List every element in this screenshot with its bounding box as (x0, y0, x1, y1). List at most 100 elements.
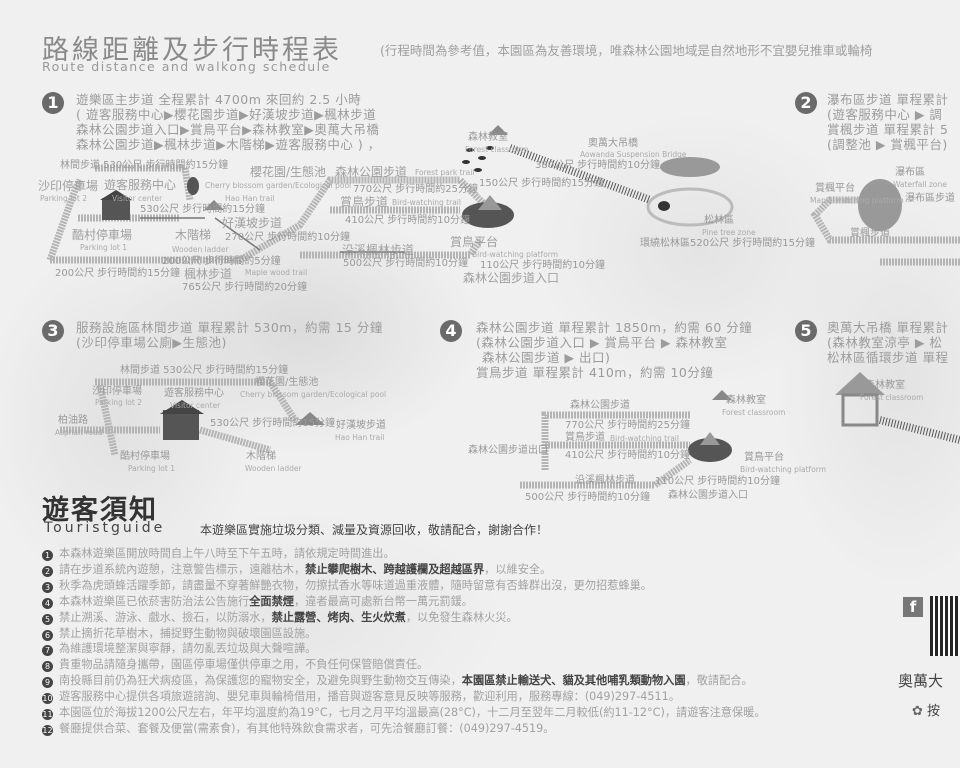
map-4-trails (520, 411, 693, 489)
map-label: Maple wood trail (245, 268, 308, 277)
route-line: 遊樂區主步道 全程累計 4700m 來回約 2.5 小時 (76, 92, 362, 107)
route-description: 奧萬大吊橋 單程累計 (森林教室涼亭 ▶ 松 松林區循環步道 單程 (827, 320, 948, 365)
roof-icon (100, 190, 132, 200)
route-number-badge: 1 (42, 92, 64, 114)
route-number-badge: 4 (440, 320, 462, 342)
map-label: 遊客服務中心 (104, 178, 177, 192)
rule-number-badge: 7 (42, 645, 53, 657)
map-label: 770公尺 步行時間約25分鐘 (353, 184, 478, 195)
route-line: 森林公園步道 ▶ 出口) (482, 350, 611, 365)
rule-text: 遊客服務中心提供各項旅遊諮詢、嬰兒車與輪椅借用，播音與遊客意見反映等服務，歡迎利… (59, 690, 680, 704)
map-label: 沿溪楓林步道 (575, 475, 635, 486)
rule-text: ，違者最高可處新台幣一萬元罰鍰。 (293, 594, 473, 608)
pavilion-icon (712, 390, 732, 400)
route-line: 森林公園步道入口▶賞鳥平台▶森林教室▶奧萬大吊橋 (76, 122, 380, 137)
map-label: Aowanda Suspension Bridge (580, 150, 687, 159)
trail-line (50, 176, 493, 264)
rule-number-badge: 12 (42, 724, 53, 736)
direction-arrow (214, 217, 261, 251)
rule-text: ，以免發生森林火災。 (405, 610, 518, 624)
rule-text: 本森林遊樂區開放時間自上午八時至下午五時，請依規定時間進出。 (59, 547, 395, 560)
rule-number-badge: 2 (42, 565, 53, 577)
map-label: 森林教室 (726, 395, 766, 406)
route-line: 服務設施區林間步道 單程累計 530m，約需 15 分鐘 (76, 320, 383, 335)
like-label: 按 (927, 704, 941, 719)
rule-text: 為維護環境整潔與寧靜，請勿亂丟垃圾與大聲喧譁。 (59, 642, 317, 656)
map-label: 酷村停車場 (120, 451, 170, 462)
map-label: Visitor center (170, 401, 221, 410)
route-line: 森林公園步道▶楓林步道▶木階梯▶遊客服務中心 ) ， (76, 137, 381, 152)
map-label: 410公尺 步行時間約10分鐘 (345, 215, 470, 226)
guide-subtitle: 本遊樂區實施垃圾分類、減量及資源回收，敬請配合，謝謝合作！ (200, 523, 549, 537)
route-description: 森林公園步道 單程累計 1850m，約需 60 分鐘 (森林公園步道入口 ▶ 賞… (476, 320, 752, 380)
map-label: Bird-watching platform (472, 250, 559, 259)
page-title: 路線距離及步行時程表 (42, 35, 342, 66)
route-line: (森林公園步道入口 ▶ 賞鳥平台 ▶ 森林教室 (476, 335, 728, 350)
route-line: (森林教室涼亭 ▶ 松 (827, 335, 943, 350)
map-label: Forest classroom (860, 393, 924, 402)
map-label: 530公尺 步行時間約15分鐘 (210, 418, 335, 429)
map-label: 瀑布區步道 (905, 193, 955, 204)
like-text: ✿ 按 (912, 700, 940, 719)
qr-code[interactable] (930, 596, 960, 656)
route-description: 瀑布區步道 單程累計 (遊客服務中心 ▶ 調 賞楓步道 單程累計 5 (調整池 … (827, 92, 948, 152)
map-label: 酷村停車場 (72, 228, 133, 242)
map-label: 賞楓平台 (815, 183, 855, 194)
map-1-arrows (140, 217, 405, 253)
trail-line (810, 196, 960, 244)
route-line: 賞楓步道 單程累計 5 (827, 122, 949, 137)
guide-title: 遊客須知 (42, 495, 158, 526)
pine-zone-loop (646, 187, 734, 227)
map-label: Asphalt road (55, 428, 103, 437)
map-label: 沙印停車場 (38, 179, 99, 193)
route-description: 遊樂區主步道 全程累計 4700m 來回約 2.5 小時 ( 遊客服務中心▶櫻花… (76, 92, 381, 152)
route-line: ( 遊客服務中心▶櫻花園步道▶好漢坡步道▶楓林步道 (76, 107, 377, 122)
trail-line (95, 378, 298, 422)
map-label: 410公尺 步行時間約10分鐘 (565, 450, 690, 461)
map-label: 賞鳥步道 (340, 195, 389, 209)
map-label: 木階梯 (246, 451, 276, 462)
map-label: 賞鳥平台 (744, 452, 784, 463)
map-label: 柏油路 (58, 415, 88, 426)
map-label: Bird-watching trail (392, 198, 461, 207)
map-label: 好漢坡步道 (222, 216, 283, 230)
map-label: 森林教室 (468, 132, 508, 143)
suspension-bridge-icon (508, 144, 652, 204)
map-label: Parking lot 2 (40, 194, 87, 203)
route-line: (沙印停車場公廁▶生態池) (76, 335, 227, 350)
map-label: Parking lot 2 (95, 398, 142, 407)
visitor-center-building-icon (163, 410, 199, 440)
map-label: Bird-watching platform (740, 465, 827, 474)
rule-text-emphasis: 本園區禁止輸送犬、貓及其他哺乳類動物入園 (461, 674, 686, 688)
route-line: 松林區循環步道 單程 (827, 350, 949, 365)
rule-text: ，以維安全。 (484, 562, 552, 576)
route-line: 森林公園步道 單程累計 1850m，約需 60 分鐘 (476, 320, 753, 335)
rule-number-badge: 5 (42, 613, 53, 625)
map-label: 楓林步道 (184, 267, 233, 281)
map-label: 森林公園步道 (570, 400, 630, 411)
route-number-badge: 2 (795, 92, 817, 114)
map-label: 270公尺 步行時間約10分鐘 (225, 232, 350, 243)
map-label: 森林公園步道出口 (468, 445, 548, 456)
map-label: 110公尺 步行時間約10分鐘 (655, 476, 780, 487)
rule-text: 本森林遊樂區已依菸害防治法公告施行 (59, 594, 250, 608)
route-line: 奧萬大吊橋 單程累計 (827, 320, 949, 335)
map-label: Visitor center (112, 194, 163, 203)
map-label: Parking lot 1 (80, 243, 127, 252)
map-label: Hao Han trail (225, 194, 275, 203)
map-label: 櫻花園/生態池 (255, 377, 319, 388)
map-label: Cherry blossom garden/Ecological pool (240, 390, 387, 399)
route-number-badge: 3 (42, 320, 64, 342)
map-label: Maple-watching platform (810, 196, 904, 205)
map-label: 150公尺 步行時間約15分鐘 (479, 178, 604, 189)
facebook-icon[interactable]: f (903, 597, 923, 617)
